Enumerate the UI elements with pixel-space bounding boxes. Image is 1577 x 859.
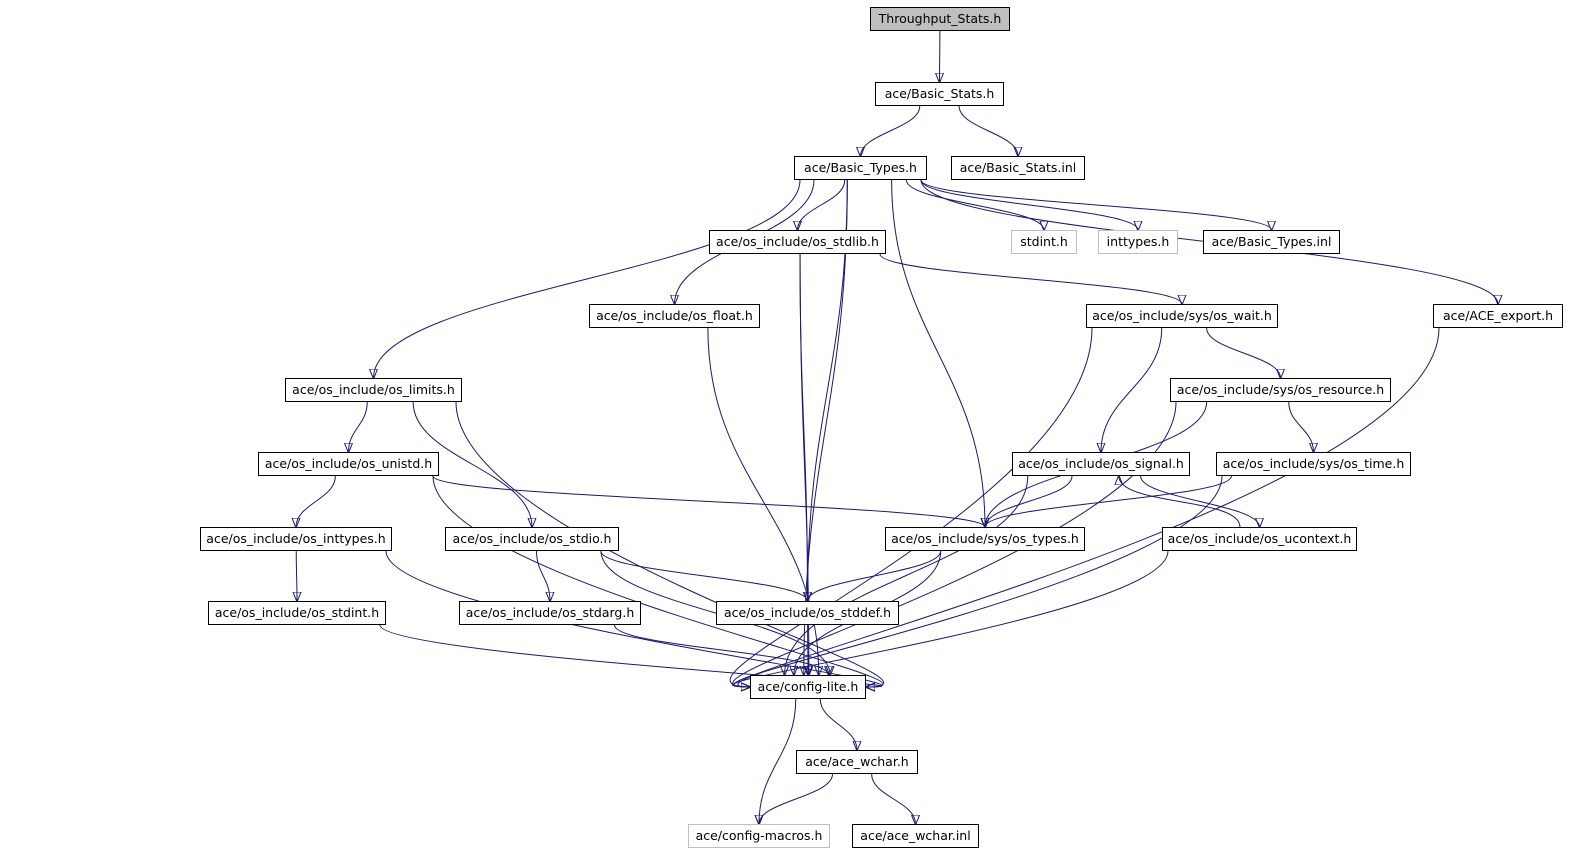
- edge-basic-types-to-os-types: [891, 179, 985, 527]
- edge-os-signal-to-config-lite: [785, 475, 1029, 675]
- edge-os-wait-to-config-lite: [729, 327, 1093, 687]
- edge-os-types-to-os-stddef: [808, 550, 942, 601]
- edge-os-stdint-to-config-lite: [379, 624, 882, 687]
- edge-basic-types-to-os-limits: [374, 179, 801, 378]
- edge-os-signal-to-os-ucontext: [1140, 475, 1260, 527]
- edge-os-stdio-to-config-lite: [600, 550, 830, 675]
- edge-basic-types-to-basic-types-inl: [920, 179, 1272, 230]
- node-basic-types-inl[interactable]: ace/Basic_Types.inl: [1203, 230, 1340, 254]
- node-os-unistd-h[interactable]: ace/os_include/os_unistd.h: [258, 452, 439, 476]
- edge-os-stdio-to-os-stddef: [600, 550, 808, 601]
- edge-os-stdlib-to-os-wait: [879, 253, 1182, 304]
- edge-os-limits-to-config-lite: [455, 401, 885, 687]
- edge-os-stdio-to-os-stdarg: [536, 550, 551, 601]
- edge-os-wait-to-os-resource: [1206, 327, 1281, 378]
- node-throughput-stats-h[interactable]: Throughput_Stats.h: [870, 7, 1010, 31]
- edge-config-lite-to-config-macros: [759, 698, 797, 824]
- edge-os-limits-to-os-stdio: [412, 401, 532, 527]
- node-os-float-h[interactable]: ace/os_include/os_float.h: [589, 304, 760, 328]
- edge-os-wait-to-os-signal: [1101, 327, 1163, 452]
- node-os-resource-h[interactable]: ace/os_include/sys/os_resource.h: [1170, 378, 1391, 402]
- node-config-macros-h: ace/config-macros.h: [688, 824, 830, 848]
- edge-ace-wchar-to-config-macros: [759, 773, 833, 824]
- edge-os-time-to-config-lite: [733, 475, 1223, 687]
- node-os-limits-h[interactable]: ace/os_include/os_limits.h: [285, 378, 462, 402]
- node-os-stdio-h[interactable]: ace/os_include/os_stdio.h: [445, 527, 619, 551]
- node-basic-types-h[interactable]: ace/Basic_Types.h: [794, 156, 927, 180]
- node-os-inttypes-h[interactable]: ace/os_include/os_inttypes.h: [200, 527, 392, 551]
- edge-basic-stats-to-basic-stats-inl: [958, 105, 1018, 156]
- node-ace-export-h[interactable]: ace/ACE_export.h: [1433, 304, 1563, 328]
- edge-os-unistd-to-config-lite: [432, 475, 884, 687]
- node-os-wait-h[interactable]: ace/os_include/sys/os_wait.h: [1086, 304, 1278, 328]
- node-os-stdint-h[interactable]: ace/os_include/os_stdint.h: [208, 601, 386, 625]
- edge-os-signal-to-os-types: [985, 475, 1073, 527]
- edge-basic-types-to-inttypes: [920, 179, 1138, 230]
- edge-config-lite-to-ace-wchar: [819, 698, 857, 750]
- edge-os-stdlib-to-os-stddef: [799, 253, 808, 601]
- node-os-types-h[interactable]: ace/os_include/sys/os_types.h: [885, 527, 1085, 551]
- node-ace-wchar-h[interactable]: ace/ace_wchar.h: [796, 750, 918, 774]
- edge-os-inttypes-to-config-lite: [385, 550, 883, 687]
- node-basic-stats-h[interactable]: ace/Basic_Stats.h: [875, 82, 1004, 106]
- edge-os-time-to-os-types: [985, 475, 1232, 527]
- edge-basic-stats-to-basic-types: [861, 105, 921, 156]
- edge-basic-types-to-os-stdlib: [798, 179, 846, 230]
- edge-os-resource-to-os-time: [1288, 401, 1314, 452]
- node-os-ucontext-h[interactable]: ace/os_include/os_ucontext.h: [1162, 527, 1357, 551]
- edge-os-unistd-to-os-inttypes: [296, 475, 336, 527]
- node-os-stdlib-h[interactable]: ace/os_include/os_stdlib.h: [709, 230, 886, 254]
- edge-basic-types-to-stdint: [905, 179, 1044, 230]
- edge-os-ucontext-to-config-lite: [732, 550, 1169, 687]
- edge-os-ucontext-to-os-signal: [1119, 476, 1241, 528]
- node-stdint-h: stdint.h: [1011, 230, 1077, 254]
- node-config-lite-h[interactable]: ace/config-lite.h: [750, 675, 866, 699]
- node-os-time-h[interactable]: ace/os_include/sys/os_time.h: [1216, 452, 1411, 476]
- node-os-signal-h[interactable]: ace/os_include/os_signal.h: [1012, 452, 1190, 476]
- edge-os-limits-to-os-unistd: [349, 401, 368, 452]
- edge-ace-wchar-to-ace-wchar-inl: [871, 773, 916, 824]
- node-os-stdarg-h[interactable]: ace/os_include/os_stdarg.h: [459, 601, 641, 625]
- node-os-stddef-h[interactable]: ace/os_include/os_stddef.h: [716, 601, 899, 625]
- edge-os-inttypes-to-os-stdint: [296, 550, 297, 601]
- edge-os-stdarg-to-config-lite: [614, 624, 829, 675]
- node-inttypes-h: inttypes.h: [1098, 230, 1178, 254]
- node-basic-stats-inl[interactable]: ace/Basic_Stats.inl: [951, 156, 1085, 180]
- edge-os-unistd-to-os-types: [432, 475, 985, 527]
- node-ace-wchar-inl[interactable]: ace/ace_wchar.inl: [852, 824, 979, 848]
